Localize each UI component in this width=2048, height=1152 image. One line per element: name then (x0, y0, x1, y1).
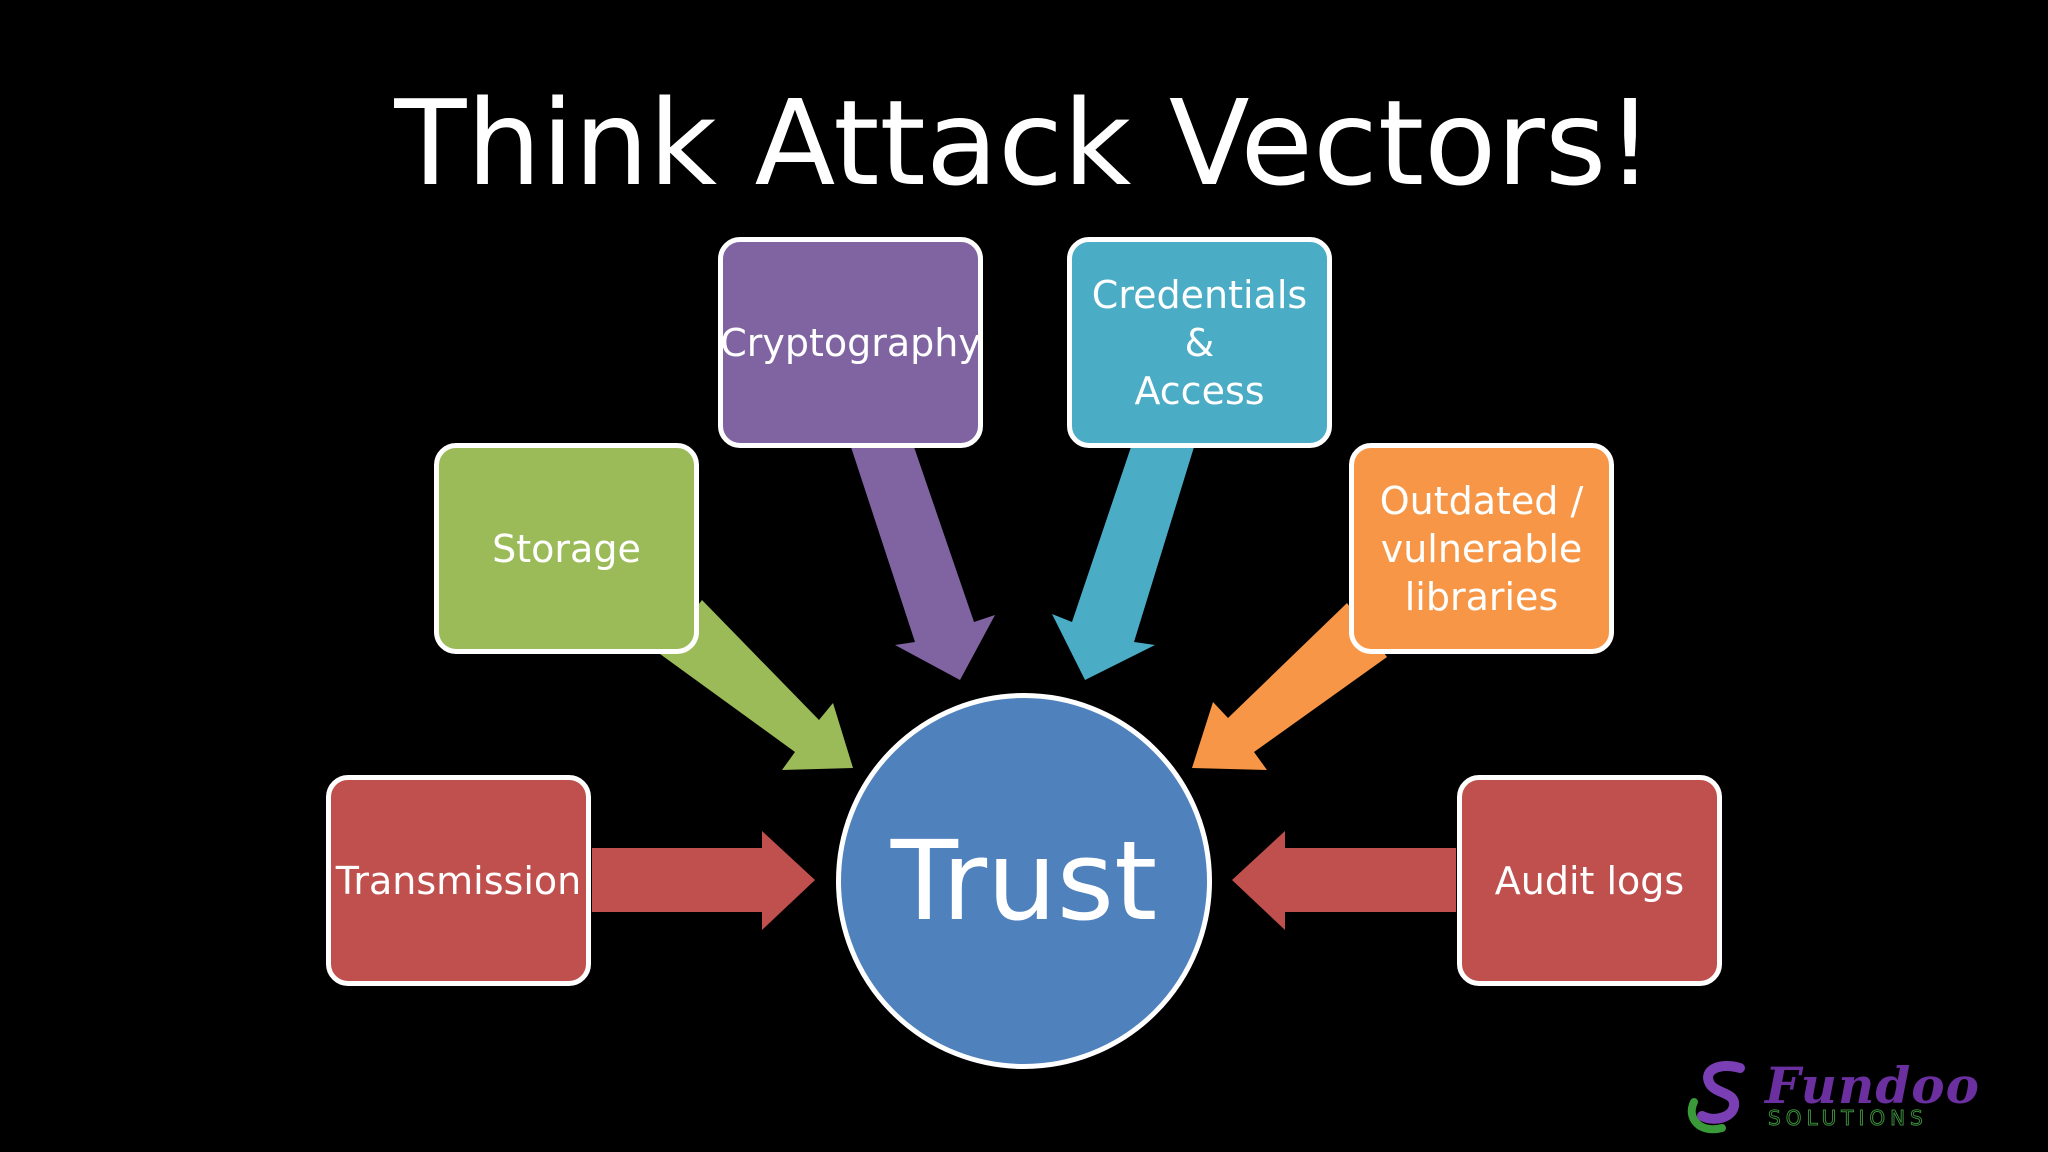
center-label: Trust (890, 817, 1158, 945)
arrow-credentials (1052, 447, 1194, 680)
arrow-audit (1232, 831, 1456, 930)
arrow-libraries (1192, 603, 1387, 770)
logo-wordmark: Fundoo (1765, 1056, 1980, 1115)
vector-label-transmission: Transmission (335, 858, 582, 903)
arrow-cryptography (851, 447, 995, 680)
vector-box-libraries[interactable]: Outdated / vulnerable libraries (1349, 443, 1614, 654)
vector-label-cryptography: Cryptography (720, 320, 981, 365)
arrow-storage (660, 600, 853, 770)
logo-subtitle: SOLUTIONS (1768, 1106, 1928, 1131)
vector-box-cryptography[interactable]: Cryptography (718, 237, 983, 448)
vector-label-storage: Storage (492, 526, 641, 571)
slide-title: Think Attack Vectors! (394, 74, 1654, 212)
vector-box-storage[interactable]: Storage (434, 443, 699, 654)
vector-label-credentials: Credentials & Access (1091, 272, 1308, 413)
logo-mark-icon (1687, 1061, 1745, 1134)
vector-box-credentials[interactable]: Credentials & Access (1067, 237, 1332, 448)
arrow-transmission (592, 831, 815, 930)
company-logo: Fundoo SOLUTIONS (1680, 1056, 1980, 1138)
vector-box-transmission[interactable]: Transmission (326, 775, 591, 986)
vector-box-audit[interactable]: Audit logs (1457, 775, 1722, 986)
vector-label-libraries: Outdated / vulnerable libraries (1379, 478, 1584, 619)
center-circle-trust[interactable]: Trust (836, 693, 1212, 1069)
vector-label-audit: Audit logs (1494, 858, 1685, 903)
